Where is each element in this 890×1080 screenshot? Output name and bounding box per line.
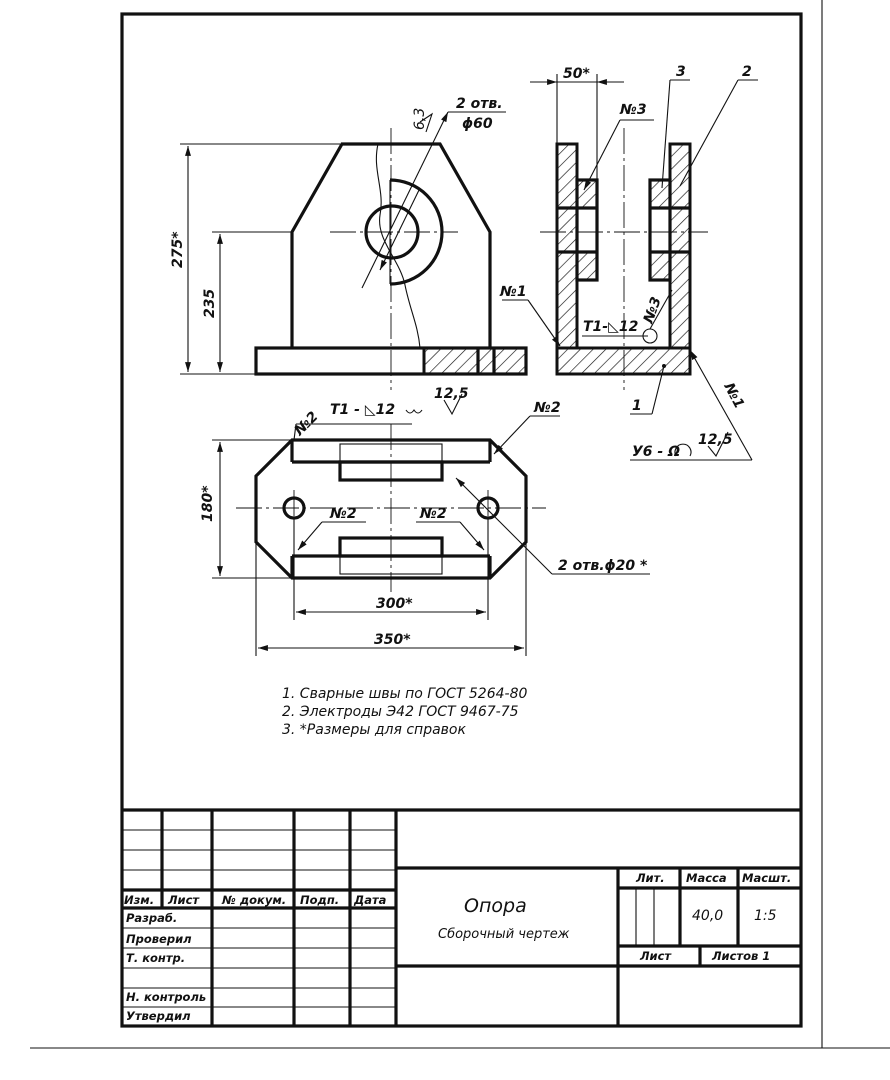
weld-no2-right-mid: №2 [419,506,447,522]
weld-bottom-label: У6 - Ω [632,444,680,460]
position-1: 1 [632,398,642,414]
note-3: 3. *Размеры для справок [282,722,466,738]
label-holes-base: 2 отв.ϕ20 * [558,558,648,574]
tb-header-date: Дата [353,893,387,907]
tb-role-utverdil: Утвердил [126,1009,191,1023]
side-view [502,74,758,461]
tb-name: Опора [464,895,527,917]
tb-role-proveril: Проверил [126,932,192,946]
tb-mass-label: Масса [686,871,727,885]
dim-height-total: 275* [170,231,186,268]
weld-side-label: Т1-◺12 [583,319,638,335]
weld-no2-left-mid: №2 [329,506,357,522]
position-3: 3 [676,64,686,80]
tb-doc-type: Сборочный чертеж [438,927,570,942]
weld-no3-lower: №3 [640,295,664,326]
weld-no2-left-top: №2 [291,409,322,440]
tb-mass-value: 40,0 [692,908,723,924]
tb-lit-label: Лит. [635,871,665,885]
tb-role-nkontrol: Н. контроль [126,990,206,1004]
weld-front-label: Т1 - ◺12 [330,402,395,418]
dim-width-top: 50* [563,66,590,82]
tb-header-sign: Подп. [300,893,339,907]
tb-sheet-label: Лист [639,949,672,963]
tb-header-list: Лист [167,893,200,907]
tb-scale-value: 1:5 [754,908,777,924]
tb-header-izm: Изм. [124,893,154,907]
top-view [212,393,650,656]
weld-no2-right-top: №2 [533,400,561,416]
front-view [180,111,528,390]
dim-length-holes: 300* [376,596,413,612]
label-roughness-hole: 6,3 [412,108,428,130]
position-2: 2 [742,64,752,80]
tb-role-tkontr: Т. контр. [126,951,185,965]
note-1: 1. Сварные швы по ГОСТ 5264-80 [282,686,527,702]
dim-height-axis: 235 [202,289,218,318]
tb-header-doc: № докум. [221,893,286,907]
weld-no1-right: №1 [720,379,747,411]
dim-width-base: 180* [200,485,216,522]
dim-length-total: 350* [374,632,411,648]
sheet-frame [30,0,890,1049]
tb-role-razrab: Разраб. [126,911,177,925]
note-2: 2. Электроды Э42 ГОСТ 9467-75 [282,704,519,720]
roughness-bottom: 12,5 [698,432,733,448]
roughness-front: 12,5 [434,386,469,402]
weld-no1-left: №1 [499,284,527,300]
weld-no3-top: №3 [619,102,647,118]
label-holes-top: 2 отв. [456,96,503,112]
tb-scale-label: Масшт. [742,871,791,885]
title-block [122,808,801,1026]
label-hole-diameter: ϕ60 [462,116,493,132]
tb-sheets-label: Листов 1 [711,949,770,963]
